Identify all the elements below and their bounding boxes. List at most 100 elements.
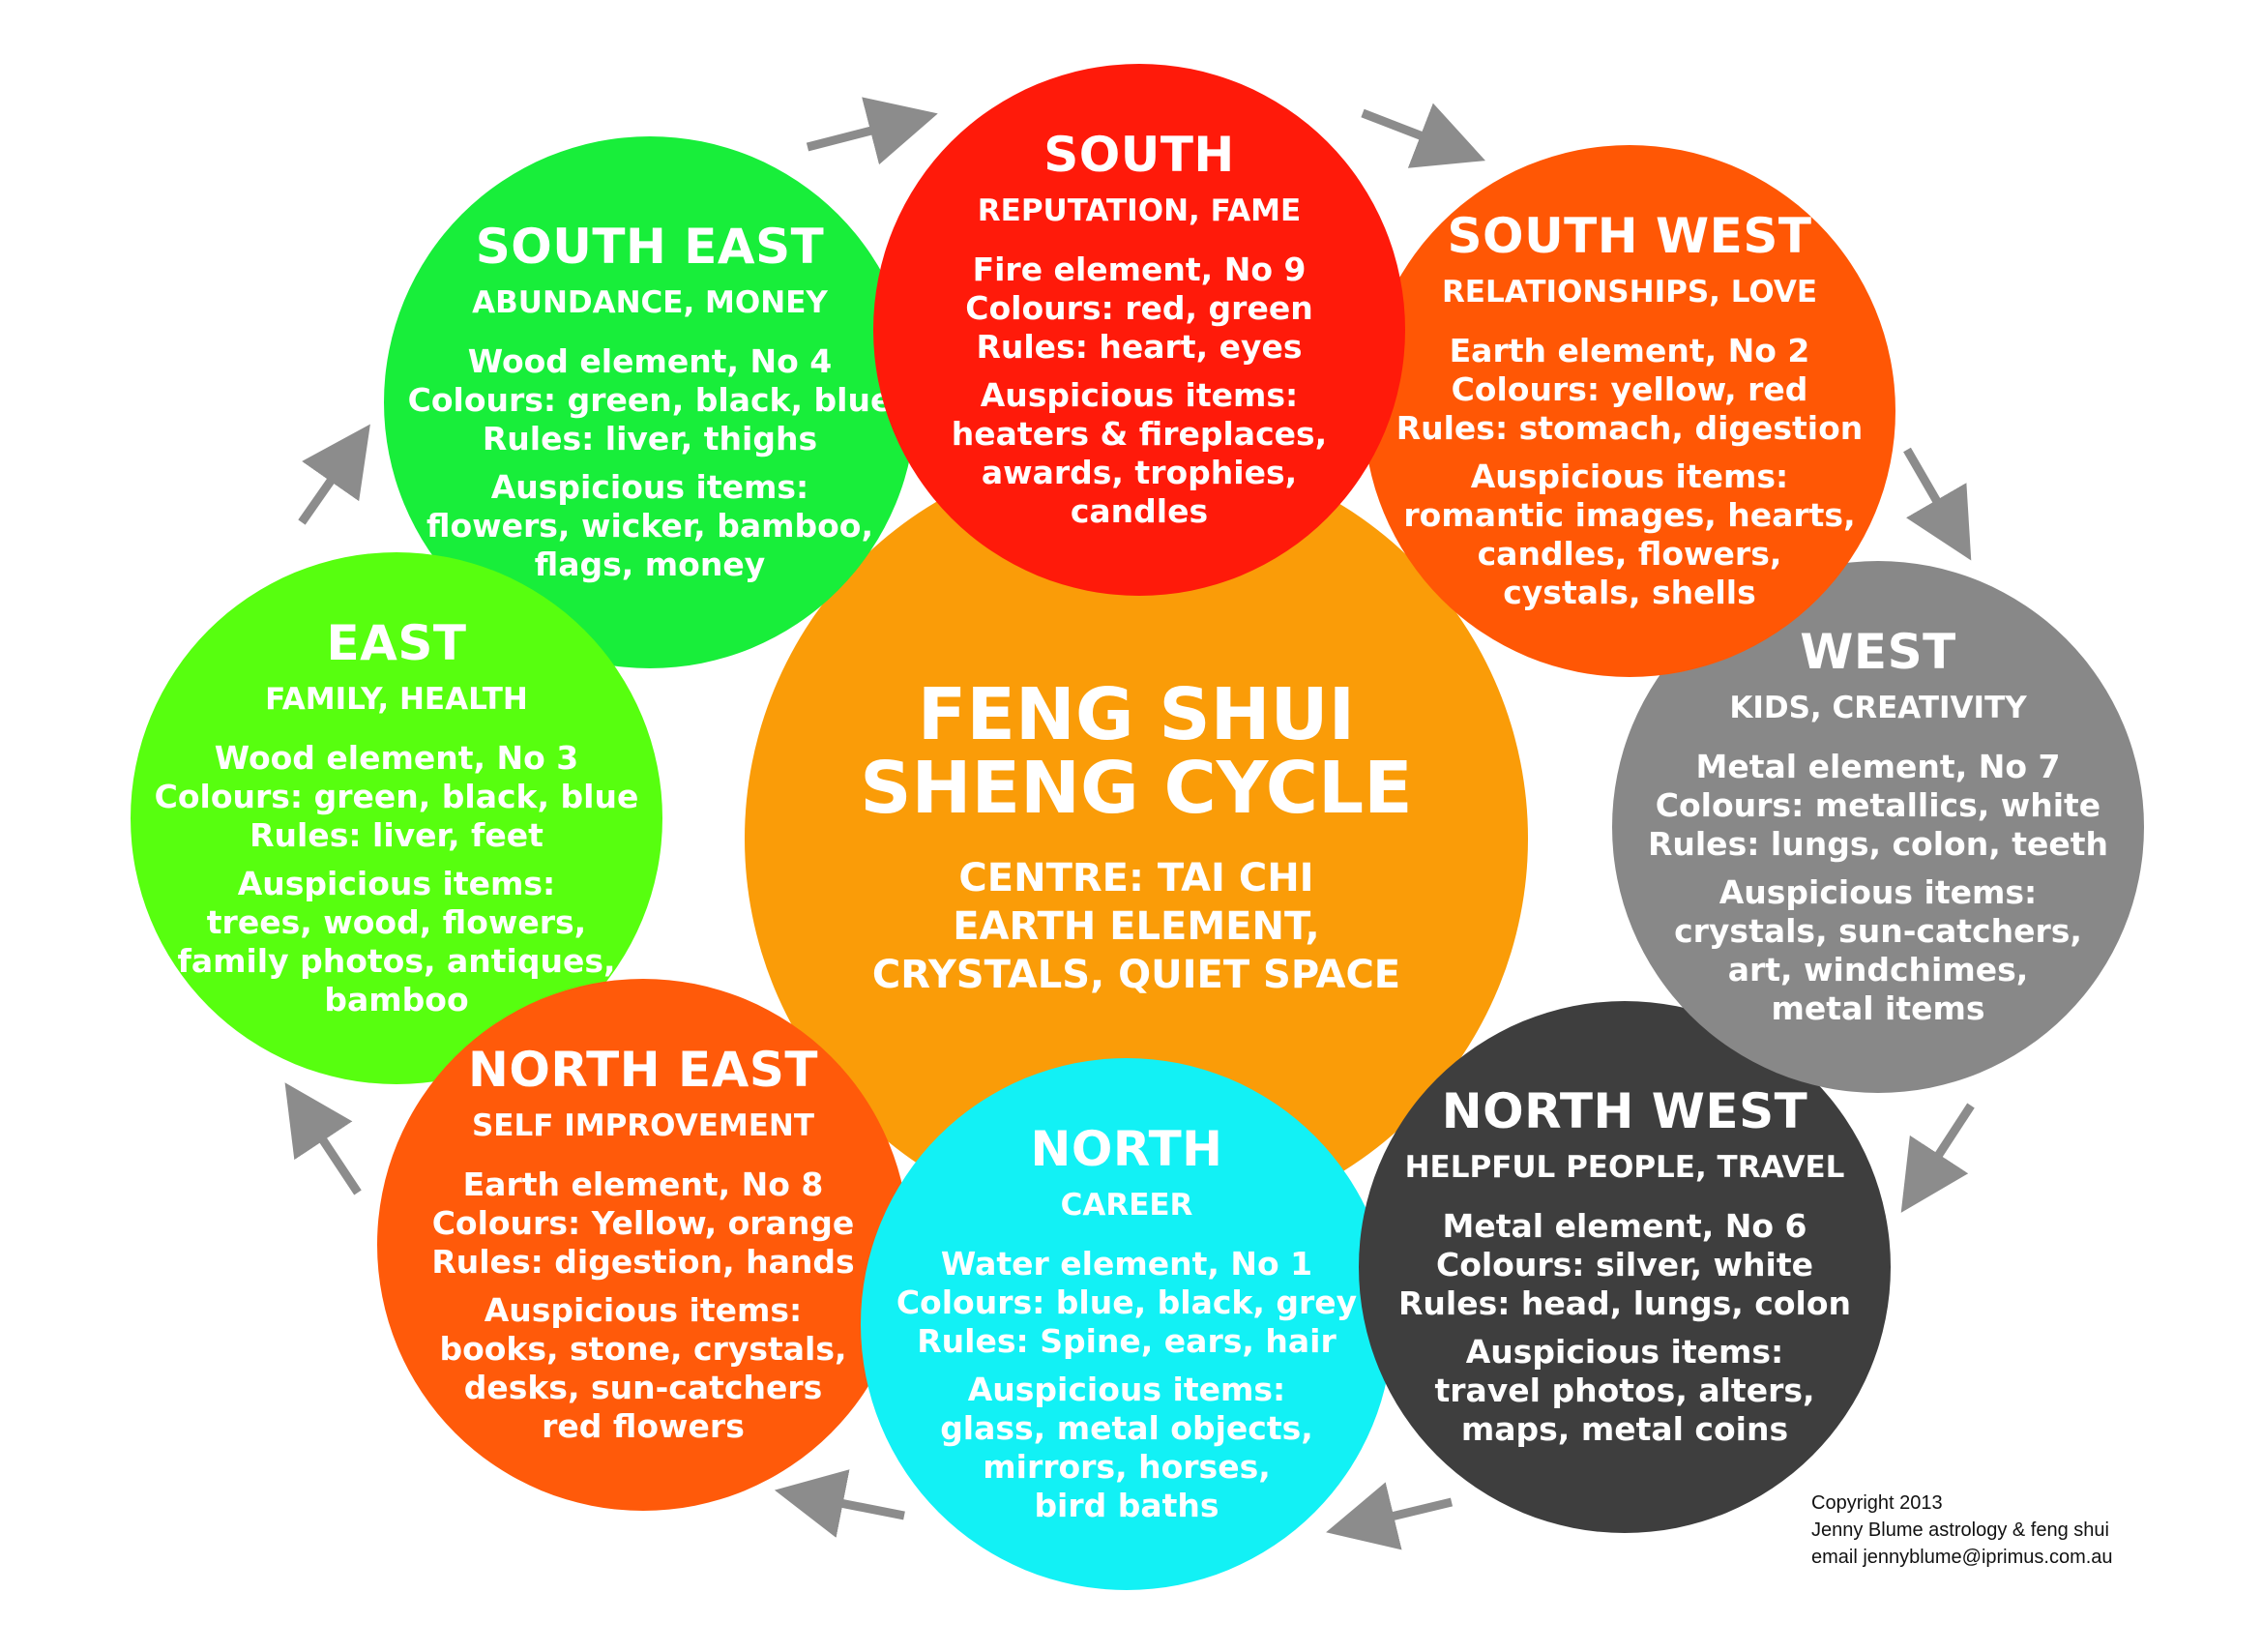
- auspicious-line: Auspicious items:: [1719, 873, 2038, 912]
- auspicious-line: books, stone, crystals,: [439, 1330, 847, 1369]
- auspicious-line: romantic images, hearts,: [1403, 496, 1856, 535]
- auspicious-line: Auspicious items:: [484, 1291, 803, 1330]
- sector-auspicious: Auspicious items: heaters & fireplaces, …: [952, 376, 1327, 531]
- auspicious-line: travel photos, alters,: [1434, 1372, 1815, 1410]
- sector-title: NORTH EAST: [468, 1041, 818, 1098]
- center-subtitle: CENTRE: TAI CHI EARTH ELEMENT, CRYSTALS,…: [872, 854, 1400, 999]
- center-subtitle-line: CENTRE: TAI CHI: [958, 856, 1314, 900]
- copyright-line: email jennyblume@iprimus.com.au: [1811, 1547, 2113, 1568]
- auspicious-line: Auspicious items:: [237, 865, 556, 903]
- sector-info-line: Water element, No 1: [940, 1245, 1313, 1283]
- center-title-line: SHENG CYCLE: [860, 747, 1413, 830]
- sector-title: WEST: [1800, 623, 1956, 680]
- auspicious-line: desks, sun-catchers: [463, 1369, 823, 1407]
- sector-north: NORTH CAREER Water element, No 1 Colours…: [861, 1058, 1393, 1590]
- sector-info-line: Metal element, No 6: [1442, 1207, 1807, 1246]
- sector-title: NORTH: [1030, 1120, 1223, 1177]
- sector-info-line: Rules: Spine, ears, hair: [917, 1322, 1337, 1361]
- sector-info-line: Fire element, No 9: [972, 251, 1307, 289]
- sector-info-line: Colours: green, black, blue: [154, 778, 639, 816]
- auspicious-line: awards, trophies,: [981, 454, 1298, 492]
- auspicious-line: cystals, shells: [1503, 574, 1756, 612]
- sector-info-line: Colours: green, black, blue: [407, 381, 893, 420]
- sector-north-west: NORTH WEST HELPFUL PEOPLE, TRAVEL Metal …: [1359, 1001, 1891, 1533]
- sector-info-line: Rules: digestion, hands: [431, 1243, 855, 1282]
- sector-info-line: Earth element, No 8: [462, 1165, 824, 1204]
- arrow-northeast-to-east: [284, 1082, 362, 1195]
- auspicious-line: family photos, antiques,: [177, 942, 616, 981]
- auspicious-line: flags, money: [534, 546, 766, 584]
- auspicious-line: Auspicious items:: [967, 1371, 1286, 1409]
- sector-theme: HELPFUL PEOPLE, TRAVEL: [1404, 1149, 1845, 1185]
- center-title: FENG SHUI SHENG CYCLE: [860, 678, 1412, 825]
- sector-info-line: Rules: liver, thighs: [482, 420, 818, 458]
- center-title-line: FENG SHUI: [917, 673, 1356, 756]
- sector-south: SOUTH REPUTATION, FAME Fire element, No …: [873, 64, 1405, 596]
- auspicious-line: Auspicious items:: [490, 468, 809, 507]
- sector-info-line: Colours: red, green: [965, 289, 1313, 328]
- auspicious-line: heaters & fireplaces,: [951, 415, 1328, 454]
- sector-auspicious: Auspicious items: romantic images, heart…: [1403, 457, 1855, 612]
- auspicious-line: art, windchimes,: [1727, 951, 2029, 989]
- sector-title: NORTH WEST: [1441, 1082, 1808, 1139]
- auspicious-line: bird baths: [1034, 1487, 1219, 1525]
- auspicious-line: red flowers: [542, 1407, 745, 1446]
- sector-auspicious: Auspicious items: flowers, wicker, bambo…: [426, 468, 873, 584]
- sector-title: EAST: [326, 614, 467, 671]
- copyright-notice: Copyright 2013 Jenny Blume astrology & f…: [1811, 1490, 2113, 1571]
- sector-theme: FAMILY, HEALTH: [265, 681, 528, 717]
- sector-theme: RELATIONSHIPS, LOVE: [1441, 274, 1818, 310]
- sector-info-line: Wood element, No 3: [214, 739, 579, 778]
- sector-auspicious: Auspicious items: travel photos, alters,…: [1434, 1333, 1814, 1449]
- auspicious-line: trees, wood, flowers,: [206, 903, 587, 942]
- sector-auspicious: Auspicious items: trees, wood, flowers, …: [177, 865, 615, 1019]
- sector-info-line: Rules: heart, eyes: [976, 328, 1303, 367]
- auspicious-line: maps, metal coins: [1460, 1410, 1789, 1449]
- sector-theme: CAREER: [1060, 1187, 1193, 1223]
- sector-info-line: Rules: liver, feet: [250, 816, 543, 855]
- sector-info-line: Rules: stomach, digestion: [1395, 409, 1864, 448]
- auspicious-line: glass, metal objects,: [940, 1409, 1313, 1448]
- auspicious-line: candles: [1070, 492, 1209, 531]
- auspicious-line: metal items: [1771, 989, 1985, 1028]
- sector-title: SOUTH EAST: [475, 218, 825, 275]
- sector-south-west: SOUTH WEST RELATIONSHIPS, LOVE Earth ele…: [1364, 145, 1895, 677]
- copyright-line: Copyright 2013: [1811, 1492, 1943, 1514]
- arrow-east-to-southeast: [298, 424, 370, 525]
- sector-theme: ABUNDANCE, MONEY: [472, 284, 828, 320]
- auspicious-line: bamboo: [324, 981, 469, 1019]
- auspicious-line: Auspicious items:: [1465, 1333, 1784, 1372]
- sector-info-line: Colours: metallics, white: [1655, 786, 2101, 825]
- sector-auspicious: Auspicious items: glass, metal objects, …: [940, 1371, 1313, 1525]
- sector-info-line: Rules: lungs, colon, teeth: [1647, 825, 2109, 864]
- arrow-north-to-northeast: [774, 1469, 905, 1538]
- sector-title: SOUTH: [1043, 126, 1235, 183]
- auspicious-line: mirrors, horses,: [983, 1448, 1271, 1487]
- auspicious-line: crystals, sun-catchers,: [1674, 912, 2082, 951]
- sector-info-line: Colours: blue, black, grey: [896, 1283, 1358, 1322]
- arrow-southwest-to-west: [1903, 447, 1972, 561]
- sector-info-line: Colours: Yellow, orange: [431, 1204, 855, 1243]
- sector-info-line: Rules: head, lungs, colon: [1397, 1284, 1851, 1323]
- arrow-southeast-to-south: [806, 97, 938, 165]
- copyright-line: Jenny Blume astrology & feng shui: [1811, 1519, 2109, 1541]
- sector-theme: KIDS, CREATIVITY: [1729, 690, 2027, 725]
- sector-info-line: Colours: yellow, red: [1451, 370, 1808, 409]
- sector-auspicious: Auspicious items: books, stone, crystals…: [439, 1291, 846, 1446]
- sector-theme: REPUTATION, FAME: [977, 192, 1302, 228]
- sector-info-line: Colours: silver, white: [1435, 1246, 1814, 1284]
- arrow-south-to-southwest: [1361, 103, 1485, 168]
- sector-info-line: Earth element, No 2: [1449, 332, 1810, 370]
- arrow-west-to-northwest: [1900, 1103, 1975, 1213]
- sector-info-line: Wood element, No 4: [467, 342, 833, 381]
- sector-east: EAST FAMILY, HEALTH Wood element, No 3 C…: [131, 552, 662, 1084]
- center-subtitle-line: EARTH ELEMENT,: [953, 904, 1320, 949]
- auspicious-line: candles, flowers,: [1477, 535, 1782, 574]
- center-subtitle-line: CRYSTALS, QUIET SPACE: [871, 953, 1401, 997]
- auspicious-line: Auspicious items:: [980, 376, 1299, 415]
- auspicious-line: flowers, wicker, bamboo,: [426, 507, 873, 546]
- sector-west: WEST KIDS, CREATIVITY Metal element, No …: [1612, 561, 2144, 1093]
- sector-theme: SELF IMPROVEMENT: [471, 1107, 814, 1143]
